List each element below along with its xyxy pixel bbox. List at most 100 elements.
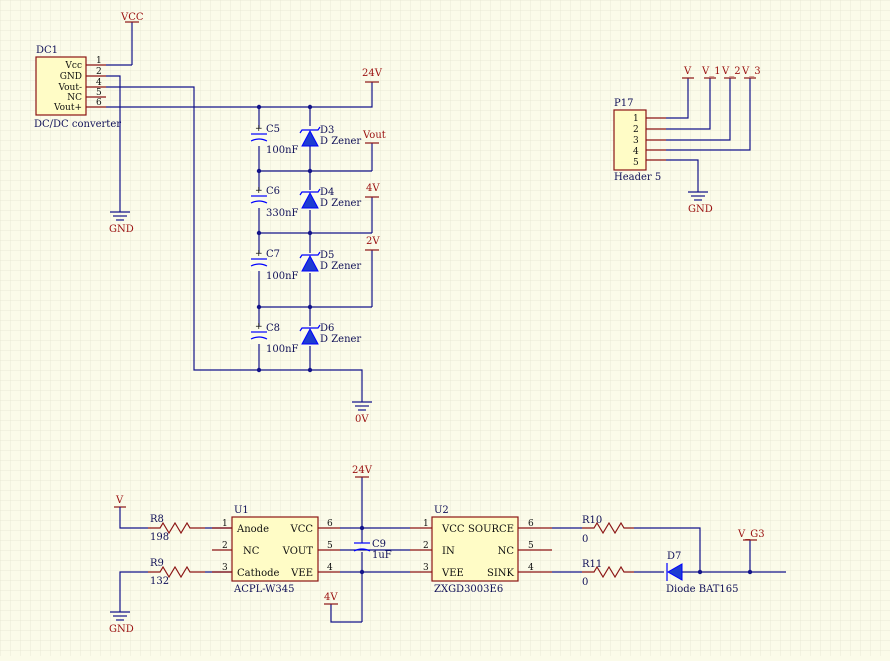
u1-pin-vout: VOUT: [282, 546, 314, 557]
u1-pin-num-2: 2: [222, 541, 228, 551]
header-p17[interactable]: P17 Header 5 1 2 3 4 5: [613, 98, 666, 183]
c7-designator: C7: [266, 249, 280, 260]
p24v-bottom-label: 24V: [352, 465, 373, 476]
p24v-top-port: 24V: [362, 68, 383, 83]
vcc-port: VCC: [106, 12, 144, 66]
zener-d5[interactable]: D5 D Zener: [299, 250, 361, 273]
u1-pin-vcc: VCC: [289, 524, 313, 535]
u1-pin-cathode: Cathode: [237, 568, 279, 579]
u2-comment: ZXGD3003E6: [434, 584, 503, 595]
u2-pin-num-6: 6: [528, 519, 534, 529]
resistor-r9[interactable]: R9 132: [148, 558, 205, 587]
u2-pin-nc: NC: [498, 546, 515, 557]
p24v-bottom-port: 24V: [352, 465, 373, 478]
c9-designator: C9: [372, 539, 386, 550]
p17-wires: [666, 78, 751, 192]
dc1-pin-name-2: GND: [60, 72, 82, 82]
u2-pin-num-5: 5: [528, 541, 534, 551]
zener-d6[interactable]: D6 D Zener: [299, 323, 361, 346]
r9-designator: R9: [150, 558, 164, 569]
v-g3-port: V_G3: [737, 529, 765, 541]
zener-d3[interactable]: D3 D Zener: [299, 125, 361, 147]
r8-value: 198: [150, 532, 169, 543]
u1-pin-anode: Anode: [236, 524, 269, 535]
gate-driver-u2[interactable]: U2 ZXGD3003E6 1 2 3 6 5 4 VCC IN VEE SOU…: [410, 505, 552, 595]
r10-value: 0: [582, 534, 588, 545]
p4v-top-port: 4V: [365, 183, 380, 198]
u2-pin-in: IN: [442, 546, 455, 557]
c8-value: 100nF: [266, 344, 299, 355]
p17-net-ports: V V_1 V_2 V_3: [682, 66, 761, 79]
zener-d4[interactable]: D4 D Zener: [299, 187, 361, 210]
vcc-label: VCC: [120, 12, 144, 23]
v-label: V: [683, 66, 692, 77]
p4v-bottom-label: 4V: [324, 592, 338, 603]
capacitor-c8[interactable]: + C8 100nF: [250, 322, 299, 355]
gnd-dc-label: GND: [109, 224, 134, 235]
v-g3-label: V_G3: [737, 529, 765, 540]
p17-pin-2: 2: [633, 125, 639, 135]
d6-value: D Zener: [320, 334, 361, 345]
dc1-pin-num-5: 5: [96, 88, 102, 98]
p17-pin-5: 5: [633, 158, 639, 168]
c9-value: 1uF: [372, 550, 392, 561]
d3-designator: D3: [320, 125, 334, 136]
c7-value: 100nF: [266, 271, 299, 282]
capacitor-c7[interactable]: + C7 100nF: [250, 249, 299, 282]
resistor-r11[interactable]: R11 0: [582, 559, 634, 588]
svg-text:+: +: [255, 186, 263, 196]
d4-value: D Zener: [320, 198, 361, 209]
u1-pin-num-4: 4: [327, 563, 333, 573]
u2-output-wires: [552, 527, 582, 573]
resistor-r10[interactable]: R10 0: [582, 515, 634, 545]
u1-pin-num-1: 1: [222, 519, 228, 529]
dc1-pin-num-1: 1: [96, 56, 102, 66]
dc1-pin-name-1: Vcc: [64, 61, 82, 71]
junction-dots-middle: [359, 525, 365, 575]
r10-designator: R10: [582, 515, 602, 526]
c8-designator: C8: [266, 323, 280, 334]
optocoupler-u1[interactable]: U1 ACPL-W345 1 2 3 6 5 4 Anode NC Cathod…: [212, 505, 340, 595]
resistor-r8[interactable]: R8 198: [148, 514, 205, 543]
dc1-pin-num-6: 6: [96, 98, 102, 108]
r11-value: 0: [582, 577, 588, 588]
dc1-converter[interactable]: DC1 DC/DC converter Vcc GND Vout- NC Vou…: [34, 45, 121, 130]
svg-text:+: +: [255, 124, 263, 134]
d5-value: D Zener: [320, 261, 361, 272]
p4v-top-label: 4V: [366, 183, 380, 194]
u2-pin-source: SOURCE: [468, 524, 514, 535]
dc1-comment: DC/DC converter: [34, 119, 121, 130]
p2v-label: 2V: [366, 236, 380, 247]
vout-minus-wire: [106, 86, 363, 402]
p17-pin-3: 3: [633, 136, 639, 146]
d5-designator: D5: [320, 250, 334, 261]
vout-plus-wire: [106, 82, 373, 108]
d3-value: D Zener: [320, 136, 361, 147]
c5-value: 100nF: [266, 145, 299, 156]
capacitor-c5[interactable]: + C5 100nF: [250, 124, 299, 156]
u2-pin-num-2: 2: [423, 541, 429, 551]
capacitor-c9[interactable]: C9 1uF: [353, 528, 392, 572]
u1-pin-nc: NC: [243, 546, 260, 557]
gnd-0v-label: 0V: [355, 414, 369, 425]
diode-d7[interactable]: D7 Diode BAT165: [666, 551, 739, 595]
p17-designator: P17: [614, 98, 633, 109]
p24v-top-label: 24V: [362, 68, 383, 79]
u2-pin-num-4: 4: [528, 563, 534, 573]
gnd-0v-symbol: 0V: [352, 401, 372, 425]
c6-value: 330nF: [266, 208, 299, 219]
dc1-gnd-symbol: GND: [106, 75, 134, 235]
r11-designator: R11: [582, 559, 602, 570]
v-bottom-label: V: [115, 495, 124, 506]
u1-pin-num-6: 6: [327, 519, 333, 529]
p17-pin-4: 4: [633, 147, 639, 157]
r9-value: 132: [150, 576, 169, 587]
capacitor-c6[interactable]: + C6 330nF: [250, 186, 299, 219]
svg-text:+: +: [255, 249, 263, 259]
c5-designator: C5: [266, 124, 280, 135]
u1-pin-num-3: 3: [222, 563, 228, 573]
junction-dots-top: [256, 104, 313, 373]
junction-dots-output: [697, 569, 753, 575]
u2-pin-sink: SINK: [487, 568, 515, 579]
